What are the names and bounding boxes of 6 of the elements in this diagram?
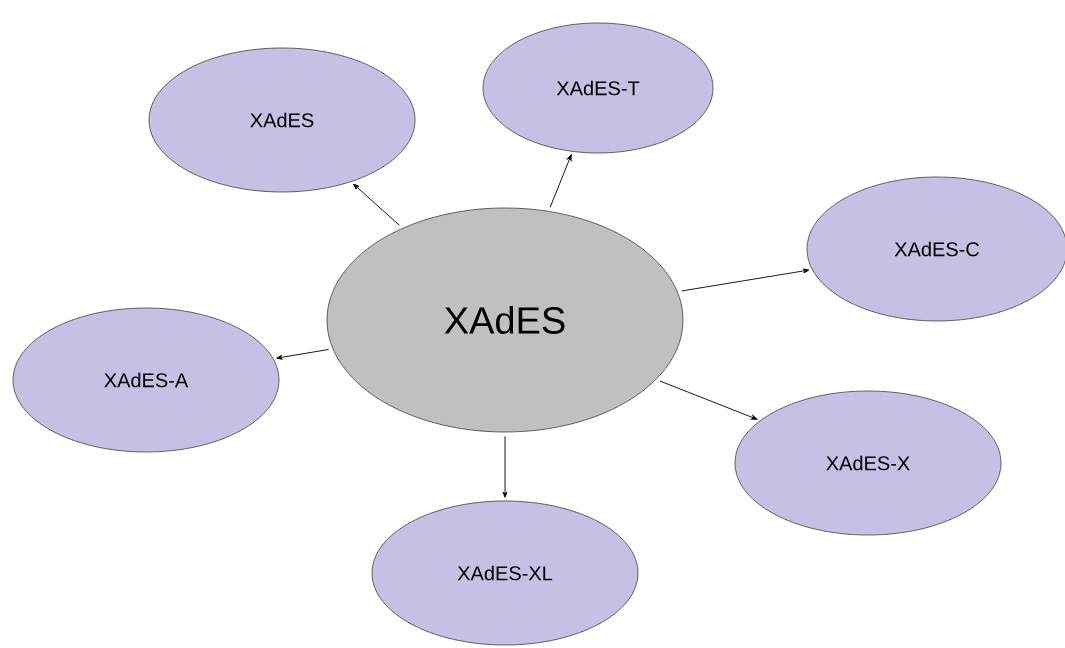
arrow bbox=[659, 380, 758, 420]
arrow bbox=[353, 183, 400, 226]
arrow bbox=[549, 154, 572, 208]
arrow bbox=[502, 435, 508, 498]
arrow bbox=[276, 349, 330, 360]
arrow bbox=[681, 268, 810, 292]
